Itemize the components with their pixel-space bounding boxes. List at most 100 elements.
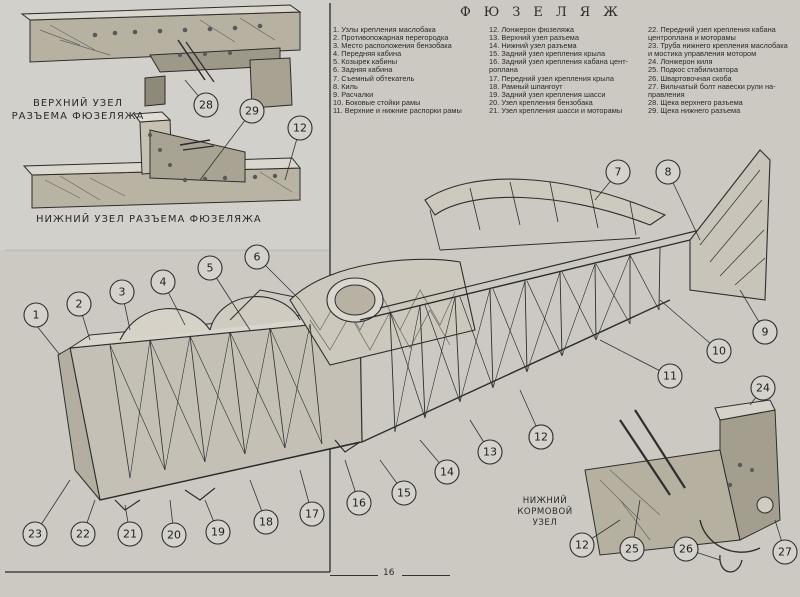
callout-label: 24 xyxy=(756,382,770,395)
callout-circle xyxy=(161,522,187,548)
callout-10: 10 xyxy=(706,338,732,364)
callout-5: 5 xyxy=(197,255,223,281)
tail-joint-caption: НИЖНИЙ КОРМОВОЙ УЗЕЛ xyxy=(517,496,573,528)
callout-label: 20 xyxy=(167,529,181,542)
legend-item: 11. Верхние и нижние распорки рамы xyxy=(333,105,462,115)
callout-circle xyxy=(569,532,595,558)
callout-19: 19 xyxy=(205,519,231,545)
callout-circle xyxy=(752,319,778,345)
callout-label: 23 xyxy=(28,528,42,541)
callout-circle xyxy=(205,519,231,545)
callout-label: 4 xyxy=(160,276,167,289)
callout-label: 19 xyxy=(211,526,225,539)
callout-15: 15 xyxy=(391,480,417,506)
legend-item: 14. Нижний узел разъема xyxy=(489,41,577,51)
callout-label: 18 xyxy=(259,516,273,529)
callout-label: 12 xyxy=(293,122,307,135)
lower-joint-caption: НИЖНИЙ УЗЕЛ РАЗЪЕМА ФЮЗЕЛЯЖА xyxy=(36,214,262,225)
callout-circle xyxy=(605,159,631,185)
legend-item: 18. Рамный шпангоут xyxy=(489,81,563,91)
legend-item: 6. Задняя кабина xyxy=(333,65,393,75)
callout-circle xyxy=(22,521,48,547)
callout-1: 1 xyxy=(23,302,49,328)
page-title: ФЮЗЕЛЯЖ xyxy=(460,5,631,20)
callout-7: 7 xyxy=(605,159,631,185)
callout-label: 5 xyxy=(207,262,214,275)
callout-label: 10 xyxy=(712,345,726,358)
callout-circle xyxy=(66,291,92,317)
callout-circle xyxy=(772,539,798,565)
callout-27: 27 xyxy=(772,539,798,565)
callout-8: 8 xyxy=(655,159,681,185)
callout-label: 21 xyxy=(123,528,137,541)
callout-12: 12 xyxy=(569,532,595,558)
legend-item: 8. Киль xyxy=(333,81,358,91)
callout-3: 3 xyxy=(109,279,135,305)
legend-item: 28. Щека верхнего разъема xyxy=(648,97,743,107)
callout-label: 25 xyxy=(625,543,639,556)
callout-circle xyxy=(657,363,683,389)
callout-circle xyxy=(253,509,279,535)
callout-23: 23 xyxy=(22,521,48,547)
callout-2: 2 xyxy=(66,291,92,317)
legend-item: 22. Передний узел крепления кабана xyxy=(648,25,776,34)
callout-circle xyxy=(193,92,219,118)
callout-12: 12 xyxy=(528,424,554,450)
callout-circle xyxy=(299,501,325,527)
callout-circle xyxy=(655,159,681,185)
page-rule-right xyxy=(402,575,450,576)
legend-item: 19. Задний узел крепления шасси xyxy=(489,89,606,99)
callout-circle xyxy=(477,439,503,465)
callout-4: 4 xyxy=(150,269,176,295)
callout-label: 26 xyxy=(679,543,693,556)
page-rule-left xyxy=(330,575,378,576)
callout-circle xyxy=(346,490,372,516)
callout-label: 12 xyxy=(575,539,589,552)
legend-item: 29. Щека нижнего разъема xyxy=(648,105,741,115)
upper-joint-detail xyxy=(20,4,302,109)
tail-joint-detail xyxy=(584,399,781,573)
legend-item: 9. Расчалки xyxy=(333,89,374,99)
legend-item: роплана xyxy=(489,65,518,75)
callout-label: 11 xyxy=(663,370,677,383)
callout-6: 6 xyxy=(244,244,270,270)
callout-label: 3 xyxy=(119,286,126,299)
legend-item: 23. Труба нижнего крепления маслобака xyxy=(648,41,788,51)
legend-item: центроплана и моторамы xyxy=(648,33,736,43)
callout-circle xyxy=(117,521,143,547)
callout-circle xyxy=(528,424,554,450)
callout-label: 28 xyxy=(199,99,213,112)
legend-item: 20. Узел крепления бензобака xyxy=(489,97,593,107)
legend-item: 4. Передняя кабина xyxy=(333,49,402,59)
callout-13: 13 xyxy=(477,439,503,465)
legend-item: 12. Лонжерон фюзеляжа xyxy=(489,25,574,34)
page-number: 16 xyxy=(383,568,395,578)
callout-label: 8 xyxy=(665,166,672,179)
legend-item: 7. Съемный обтекатель xyxy=(333,73,415,83)
legend-item: 26. Швартовочная скоба xyxy=(648,73,732,83)
callout-11: 11 xyxy=(657,363,683,389)
callout-label: 14 xyxy=(440,466,454,479)
callout-label: 12 xyxy=(534,431,548,444)
callout-label: 7 xyxy=(615,166,622,179)
callout-circle xyxy=(673,536,699,562)
callout-circle xyxy=(750,375,776,401)
callout-circle xyxy=(391,480,417,506)
callout-label: 13 xyxy=(483,446,497,459)
legend-item: 24. Лонжерон киля xyxy=(648,57,713,67)
callout-circle xyxy=(197,255,223,281)
callout-21: 21 xyxy=(117,521,143,547)
callout-circle xyxy=(706,338,732,364)
legend-item: 27. Вильчатый болт навески рули на- xyxy=(648,81,776,91)
fuselage-frame xyxy=(57,149,771,511)
callout-14: 14 xyxy=(434,459,460,485)
callout-26: 26 xyxy=(673,536,699,562)
legend-item: 10. Боковые стойки рамы xyxy=(333,97,421,107)
legend-item: 16. Задний узел крепления кабана цент- xyxy=(489,57,629,67)
legend-item: 1. Узлы крепления маслобака xyxy=(333,25,436,34)
legend-item: 5. Козырек кабины xyxy=(333,57,398,67)
